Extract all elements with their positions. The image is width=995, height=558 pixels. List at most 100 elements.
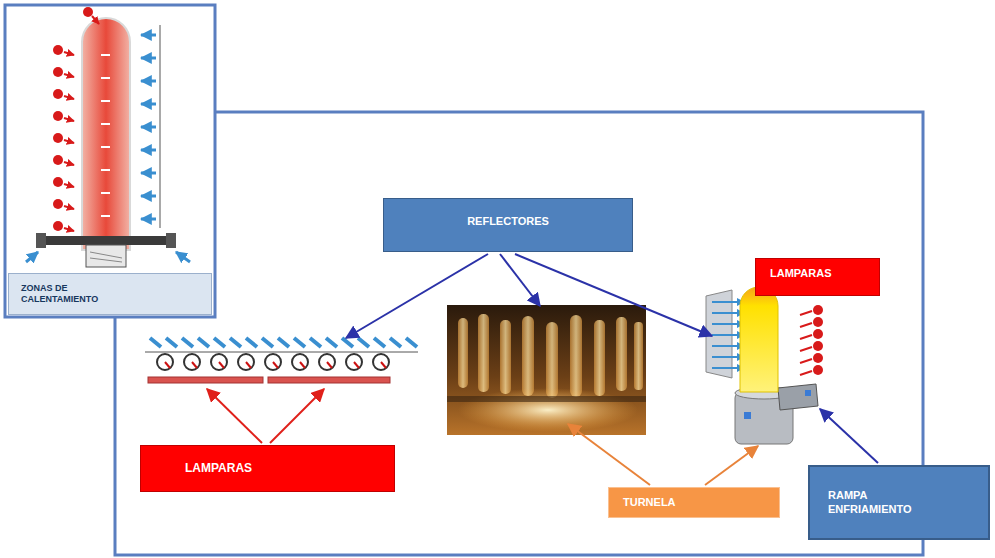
oven-photo-part [447,396,646,402]
label-text: RAMPA ENFRIAMIENTO [828,489,938,515]
lamp-array-top-view-part-part [219,362,224,368]
lamp-column-part [813,317,823,327]
lamp-label-box: LAMPARAS [140,445,395,492]
inset-preform-part [101,192,110,194]
lamp-array-top-view-part-part [246,362,251,368]
lamp-array-top-view-part [182,338,193,347]
oven-photo-part-part [546,322,558,398]
lamp-array-top-view-part [278,338,289,347]
inset-lamps-part [53,155,63,165]
lamp-label-box: LAMPARAS [755,258,880,296]
inset-lamps-part [53,89,63,99]
inset-lamps-part [64,52,74,55]
inset-cooling-air [26,25,190,262]
inset-cooling-air-part [141,172,156,175]
lamp-column-part [813,305,823,315]
inset-lamps-part [64,96,74,99]
inset-cooling-air-part [141,218,156,221]
cooling-ramp-part [805,390,811,396]
reflector-leader [346,254,488,338]
inset-preform-part [82,18,130,250]
reflector-panel-part [712,312,744,314]
inset-cooling-air-part [141,195,156,198]
oven-photo-part-part [634,322,643,390]
lamp-array-top-view-part-part [354,362,359,368]
lamp-array-top-view-part-part [292,354,308,370]
inset-lamps-part [64,74,74,77]
heated-preform [740,287,778,392]
lamp-array-top-view-part-part [165,362,170,368]
lamp-column-part [813,341,823,351]
reflector-panel-part [712,367,744,369]
lamp-array-top-view-part-part [300,362,305,368]
lamp-column-part [800,311,812,315]
lamp-column [800,305,823,375]
inset-preform-part [90,252,122,258]
inset-lamps-part [83,7,93,17]
lamp-array-top-view-part [262,338,273,347]
cooling-ramp-part [778,384,818,410]
inset-preform-part [36,233,46,248]
oven-photo-part-part [458,318,468,388]
inset-lamps-part [53,111,63,121]
inset-lamps-part [53,177,63,187]
lamp-array-top-view-part [165,362,386,368]
lamp-column-part [813,365,823,375]
inset-frame [5,5,215,317]
lamp-array-top-view-part [390,338,401,347]
lamp-array-top-view-part-part [238,354,254,370]
lamp-array-top-view-part [198,338,209,347]
inset-cooling-air-part [141,34,156,37]
inset-preform-part [101,215,110,217]
oven-photo [447,305,646,435]
inset-preform-part [101,77,110,79]
lamp-array-top-view-part-part [265,354,281,370]
lamp-array-top-view-part [230,338,241,347]
turnela-leader [568,424,650,485]
lamp-array-top-view-part [150,338,161,347]
lamp-array-top-view-part-part [373,354,389,370]
inset-cooling-air-part [141,103,156,106]
inset-preform-part [90,258,122,262]
oven-photo-part [447,305,646,435]
label-text: TURNELA [623,496,676,509]
inset-preform [36,18,176,267]
inset-preform-part [86,245,126,267]
cooling-ramp-leader [820,409,878,463]
turnela-label-box: TURNELA [608,487,780,518]
inset-lamps [53,7,99,231]
inset-preform-part [101,100,110,102]
reflector-panel [706,290,744,378]
inset-lamps-part [64,228,74,231]
lamp-array-top-view-part [214,338,225,347]
oven-photo-part-part [616,317,627,391]
lamp-leader [207,389,262,443]
inset-cooling-air-part [160,25,161,228]
lamp-array-top-view-part-part [192,362,197,368]
lamp-array-top-view [145,338,418,383]
cooling-ramp [778,384,818,410]
lamp-array-top-view-part [294,338,305,347]
inset-lamps-part [53,221,63,231]
zone-label-band: ZONAS DE CALENTAMIENTO [8,273,212,315]
inset-preform-part [101,146,110,148]
reflector-leader [515,254,712,336]
reflector-panel-part [712,356,744,358]
lamp-array-top-view-part-part [211,354,227,370]
cooling-ramp-label-box: RAMPA ENFRIAMIENTO [808,465,990,540]
lamp-array-top-view-part [326,338,337,347]
reflector-panel-part [712,301,744,303]
inset-lamps-part [53,67,63,77]
main-frame [115,112,923,555]
label-text: ZONAS DE CALENTAMIENTO [21,283,131,305]
inset-preform-part [166,233,176,248]
inset-lamps-part [53,45,63,55]
lamp-array-top-view-part-part [327,362,332,368]
heated-preform-part [740,287,778,392]
inset-preform-part [101,169,110,171]
oven-photo-part-part [500,320,511,394]
lamp-array-top-view-part [145,352,418,353]
lamp-array-top-view-part [157,354,389,370]
label-text: LAMPARAS [185,461,252,475]
lamp-column-part [800,359,812,363]
